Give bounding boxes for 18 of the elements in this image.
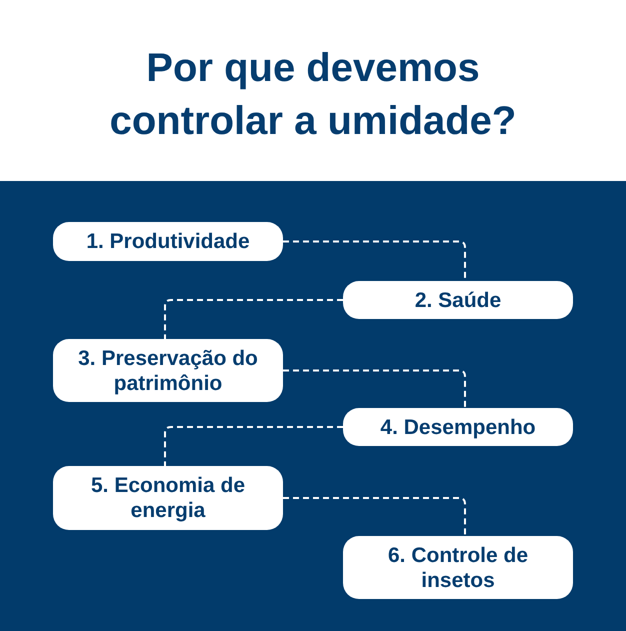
rounded-box bbox=[53, 222, 283, 261]
box-label: 1. Produtividade bbox=[86, 229, 250, 254]
rounded-box bbox=[343, 536, 573, 599]
box-label: 2. Saúde bbox=[414, 288, 502, 312]
dashed-connector bbox=[283, 240, 466, 281]
box-label: 4. Desempenho bbox=[380, 414, 536, 440]
dashed-connector bbox=[283, 497, 466, 536]
title: Por que devemos controlar a umidade? bbox=[108, 44, 518, 144]
box-label: 3. Preservação do patrimônio bbox=[77, 346, 259, 396]
dashed-connector bbox=[283, 370, 466, 408]
rounded-box bbox=[53, 466, 283, 530]
dashed-connector bbox=[164, 426, 343, 466]
box-label: 5. Economia de energia bbox=[90, 473, 246, 523]
rounded-box bbox=[53, 339, 283, 402]
rounded-box bbox=[343, 281, 573, 319]
box-label: 6. Controle de insetos bbox=[386, 542, 530, 592]
dashed-connector bbox=[164, 299, 343, 339]
rounded-box bbox=[343, 408, 573, 446]
